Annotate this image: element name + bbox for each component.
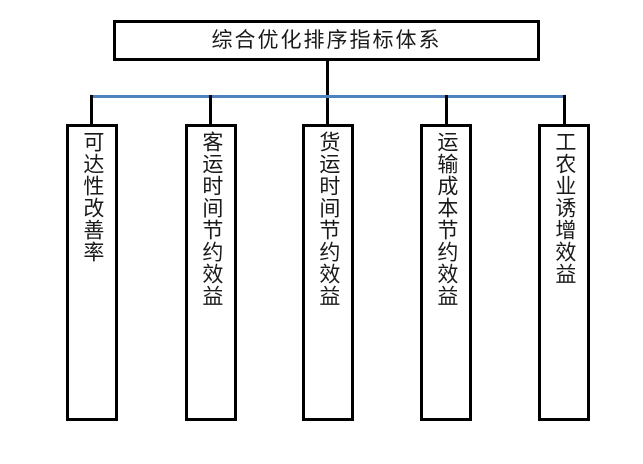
leaf-node-label-5: 工农业诱增效益 <box>552 131 577 285</box>
leaf-node-box-3: 货运时间节约效益 <box>302 124 354 421</box>
connector-drop-2 <box>209 95 212 124</box>
leaf-node-box-4: 运输成本节约效益 <box>420 124 472 421</box>
leaf-node-label-3: 货运时间节约效益 <box>316 131 341 307</box>
leaf-node-label-4: 运输成本节约效益 <box>434 131 459 307</box>
root-node-box: 综合优化排序指标体系 <box>113 20 540 61</box>
connector-drop-1 <box>90 95 93 124</box>
root-node-label: 综合优化排序指标体系 <box>211 28 442 52</box>
connector-bus <box>90 95 566 98</box>
leaf-node-box-1: 可达性改善率 <box>66 124 118 421</box>
connector-drop-4 <box>445 95 448 124</box>
leaf-node-label-1: 可达性改善率 <box>80 131 105 263</box>
leaf-node-box-2: 客运时间节约效益 <box>185 124 237 421</box>
connector-root-stem <box>326 61 329 124</box>
connector-drop-5 <box>563 95 566 124</box>
leaf-node-label-2: 客运时间节约效益 <box>199 131 224 307</box>
leaf-node-box-5: 工农业诱增效益 <box>538 124 590 421</box>
